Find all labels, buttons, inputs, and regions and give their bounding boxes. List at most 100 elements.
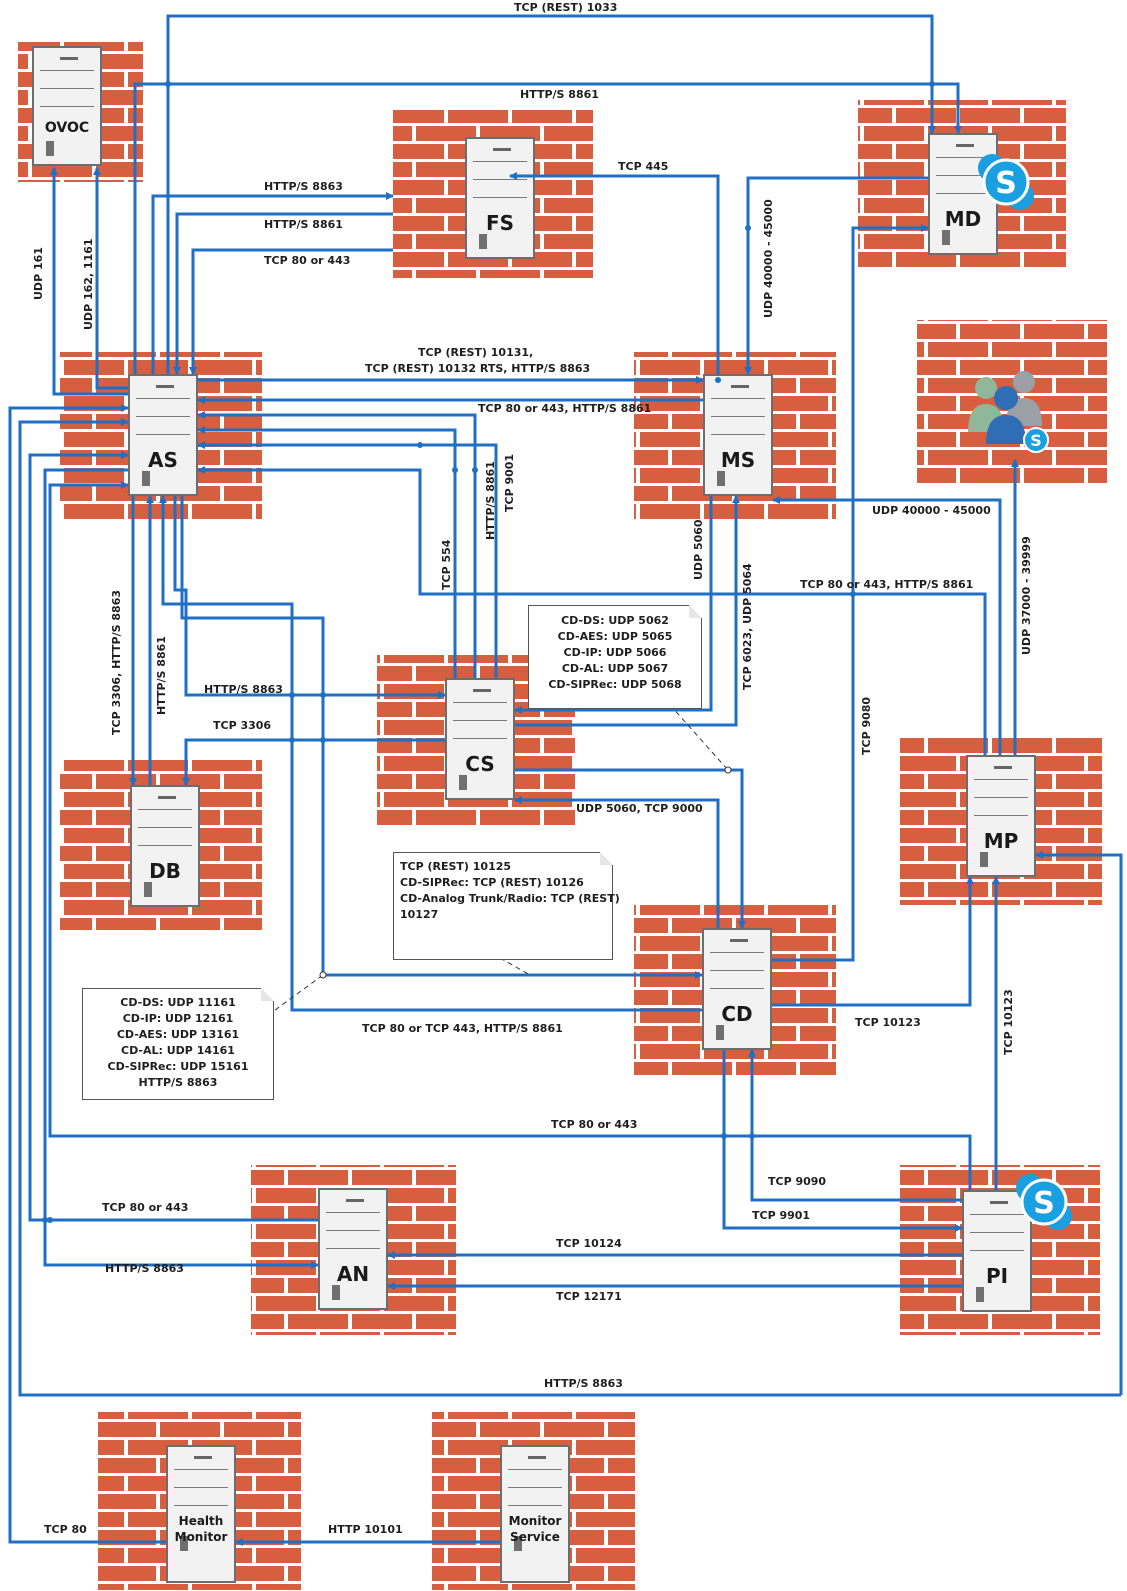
connection-https-8863-fs [151, 192, 394, 374]
label-tcp-80-443-fs: TCP 80 or 443 [264, 254, 351, 267]
label-tcp-rest-10131: TCP (REST) 10131, [418, 346, 534, 359]
connection-cs-ms-6023 [515, 495, 740, 727]
note-connector-snmp [274, 974, 324, 1011]
connection-ms-cs-5060 [514, 496, 713, 714]
label-tcp-9901: TCP 9901 [752, 1209, 811, 1222]
server-monitor-service: Monitor Service [500, 1445, 570, 1583]
note-line: CD-IP: UDP 5066 [563, 646, 667, 659]
label-tcp-9090: TCP 9090 [768, 1175, 827, 1188]
mp-label: MP [983, 829, 1019, 853]
label-tcp-80-443-long: TCP 80 or 443 [551, 1118, 638, 1131]
cs-label: CS [465, 752, 495, 776]
label-tcp-10123-cd: TCP 10123 [855, 1016, 921, 1029]
as-label: AS [148, 448, 178, 472]
label-tcp-80-443-8861-cd: TCP 80 or TCP 443, HTTP/S 8861 [362, 1022, 563, 1035]
connection-https-8861-md [133, 82, 962, 374]
label-https-8863-cs: HTTP/S 8863 [204, 683, 283, 696]
connection-https-8861-fs [173, 212, 393, 375]
server-cs: CS [445, 678, 515, 800]
label-tcp-3306-8863: TCP 3306, HTTP/S 8863 [110, 589, 123, 735]
server-cd: CD [702, 928, 772, 1050]
label-tcp-6023-udp-5064: TCP 6023, UDP 5064 [741, 563, 754, 690]
connection-an-as-80 [28, 451, 318, 1222]
label-https-8861-cs: HTTP/S 8861 [484, 461, 497, 540]
note-connector-cs [669, 704, 729, 771]
health-monitor-label: Health Monitor [174, 1514, 228, 1544]
note-line: 10127 [400, 908, 439, 921]
svg-text:S: S [995, 166, 1017, 201]
server-pi: PI [962, 1190, 1032, 1312]
label-tcp-554: TCP 554 [440, 539, 453, 590]
connection-cs-as-9001 [197, 441, 498, 678]
label-tcp-80-443-8861-ms: TCP 80 or 443, HTTP/S 8861 [478, 402, 652, 415]
label-tcp-rest-1033: TCP (REST) 1033 [514, 1, 618, 14]
connection-cs-as-554 [197, 426, 457, 678]
label-http-10101: HTTP 10101 [328, 1523, 403, 1536]
connection-as-cs-8863 [173, 496, 446, 699]
db-label: DB [149, 859, 181, 883]
connection-cs-cd-5060 [515, 768, 746, 929]
label-tcp-rest-10132: TCP (REST) 10132 RTS, HTTP/S 8863 [365, 362, 591, 375]
note-line: CD-AL: UDP 14161 [121, 1044, 235, 1057]
connection-cs-as-8861 [197, 411, 477, 678]
svg-text:S: S [1030, 431, 1042, 450]
connection-external-mp [1035, 851, 1123, 1395]
connection-cd-mp-10123 [772, 876, 974, 1007]
label-tcp-9001: TCP 9001 [503, 453, 516, 512]
skype-icon: S [1016, 1174, 1072, 1230]
skype-icon: S [978, 154, 1034, 210]
label-udp-40000-45000-md: UDP 40000 - 45000 [762, 199, 775, 318]
connection-cd-cs-9000 [514, 796, 720, 928]
label-https-8861-fs: HTTP/S 8861 [264, 218, 343, 231]
label-tcp-80-443-an: TCP 80 or 443 [102, 1201, 189, 1214]
cd-label: CD [721, 1002, 753, 1026]
pi-label: PI [985, 1264, 1009, 1288]
note-line: CD-IP: UDP 12161 [122, 1012, 234, 1025]
label-udp-162-1161: UDP 162, 1161 [82, 238, 95, 330]
label-https-8861-db: HTTP/S 8861 [155, 636, 168, 715]
label-https-8863-fs: HTTP/S 8863 [264, 180, 343, 193]
label-udp-5060: UDP 5060 [692, 519, 705, 580]
label-tcp-9080: TCP 9080 [860, 696, 873, 755]
server-fs: FS [465, 137, 535, 259]
svg-text:S: S [1033, 1186, 1055, 1221]
an-label: AN [336, 1262, 370, 1286]
note-line: CD-AL: UDP 5067 [561, 662, 669, 675]
connection-udp-161 [50, 167, 128, 396]
connection-pi-as-80 [48, 481, 972, 1190]
label-https-8863-bottom: HTTP/S 8863 [544, 1377, 623, 1390]
label-tcp-10124: TCP 10124 [556, 1237, 622, 1250]
connection-udp-162 [93, 167, 128, 390]
server-health-monitor: Health Monitor [166, 1445, 236, 1583]
note-line: CD-AES: UDP 5065 [557, 630, 673, 643]
md-label: MD [944, 207, 982, 231]
connection-cd-as-80 [159, 495, 702, 1012]
ms-label: MS [720, 448, 756, 472]
connection-mp-ms-udp [772, 496, 1002, 755]
note-line: CD-DS: UDP 11161 [120, 996, 236, 1009]
users-skype-icon: S [968, 371, 1049, 453]
label-udp-40000-45000-mp: UDP 40000 - 45000 [872, 504, 991, 517]
connection-pi-cd-9090 [748, 1049, 962, 1202]
note-line: CD-DS: UDP 5062 [561, 614, 669, 627]
ovoc-label: OVOC [44, 120, 90, 136]
server-an: AN [318, 1188, 388, 1310]
note-connector-cd [499, 957, 531, 976]
label-tcp-3306: TCP 3306 [213, 719, 272, 732]
connection-https-8863-bottom [18, 418, 1121, 1397]
connection-cd-pi-9901 [722, 1050, 963, 1232]
monitor-service-label: Monitor Service [508, 1514, 562, 1544]
connection-as-an-8863 [43, 468, 319, 1269]
fs-label: FS [485, 211, 515, 235]
note-line: CD-SIPRec: UDP 15161 [107, 1060, 249, 1073]
connection-tcp-80-443-fs [189, 248, 393, 375]
server-ms: MS [703, 374, 773, 496]
label-tcp-12171: TCP 12171 [556, 1290, 622, 1303]
note-line: CD-AES: UDP 13161 [116, 1028, 240, 1041]
label-tcp-80: TCP 80 [44, 1523, 87, 1536]
label-https-8863-an: HTTP/S 8863 [105, 1262, 184, 1275]
